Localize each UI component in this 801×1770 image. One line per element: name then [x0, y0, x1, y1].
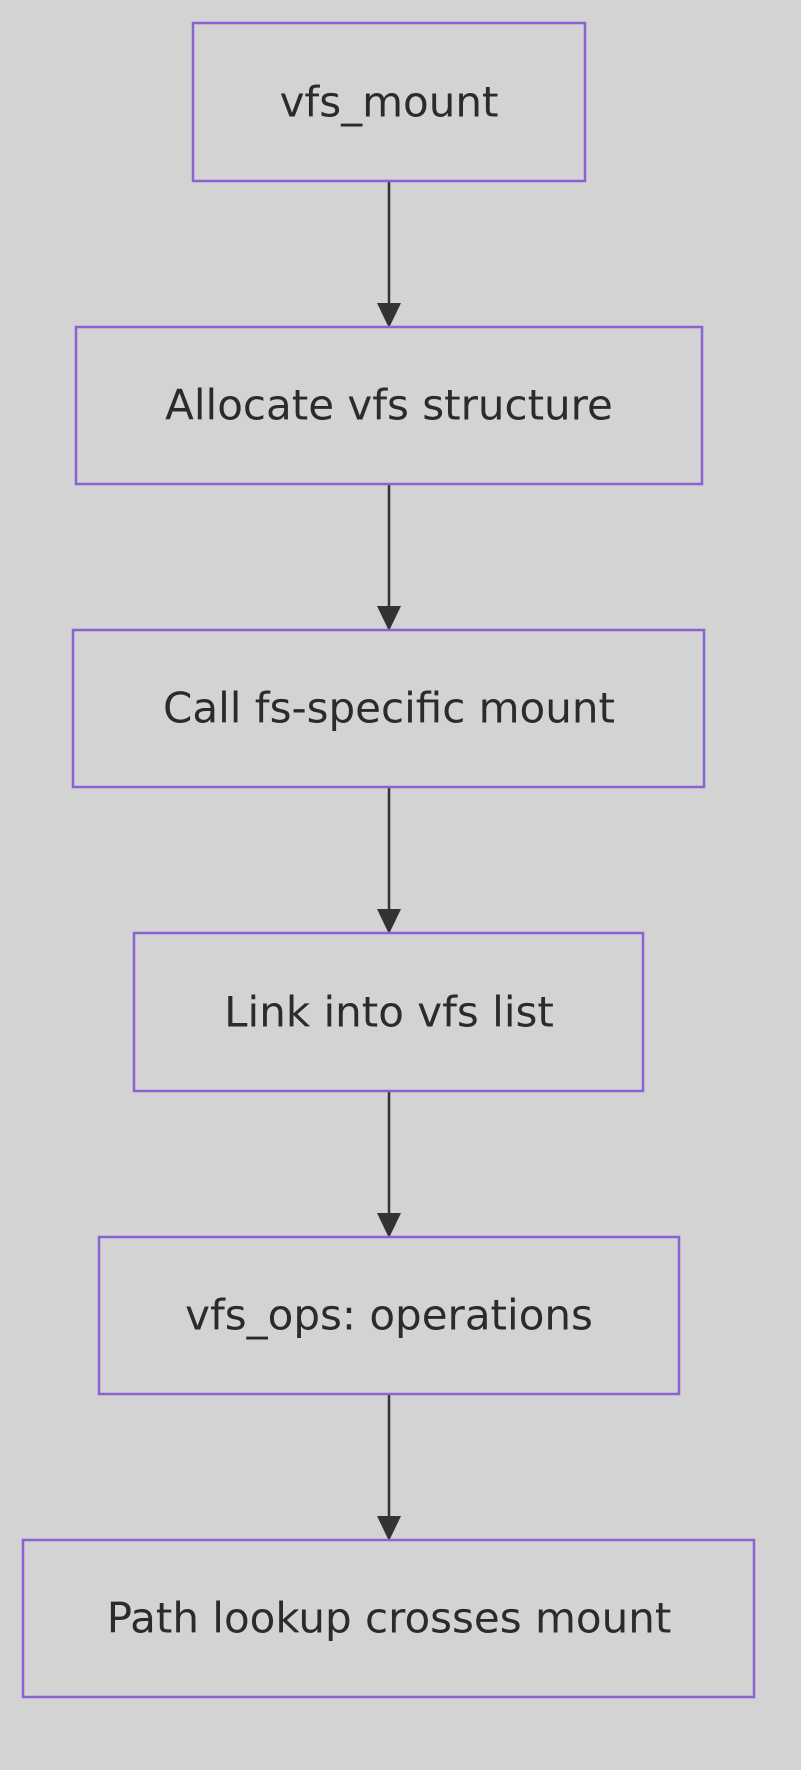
edge-link-to-vfs-ops [377, 1091, 401, 1238]
node-label: Allocate vfs structure [165, 381, 613, 430]
node-allocate-vfs-structure[interactable]: Allocate vfs structure [74, 325, 704, 486]
node-label: Call fs-specific mount [163, 684, 615, 733]
node-vfs-ops-operations[interactable]: vfs_ops: operations [97, 1235, 681, 1396]
node-label: vfs_mount [280, 78, 499, 127]
edge-call-mount-to-link [377, 787, 401, 934]
edge-vfs-ops-to-path-lookup [377, 1394, 401, 1541]
node-label: Path lookup crosses mount [107, 1594, 672, 1643]
node-label: vfs_ops: operations [185, 1291, 593, 1340]
edge-allocate-to-call-mount [377, 484, 401, 631]
node-link-into-vfs-list[interactable]: Link into vfs list [132, 931, 645, 1093]
node-call-fs-specific-mount[interactable]: Call fs-specific mount [71, 628, 706, 789]
node-vfs-mount[interactable]: vfs_mount [191, 21, 587, 183]
edge-vfs-mount-to-allocate [377, 181, 401, 328]
node-label: Link into vfs list [224, 988, 554, 1037]
node-path-lookup-crosses-mount[interactable]: Path lookup crosses mount [21, 1538, 756, 1699]
